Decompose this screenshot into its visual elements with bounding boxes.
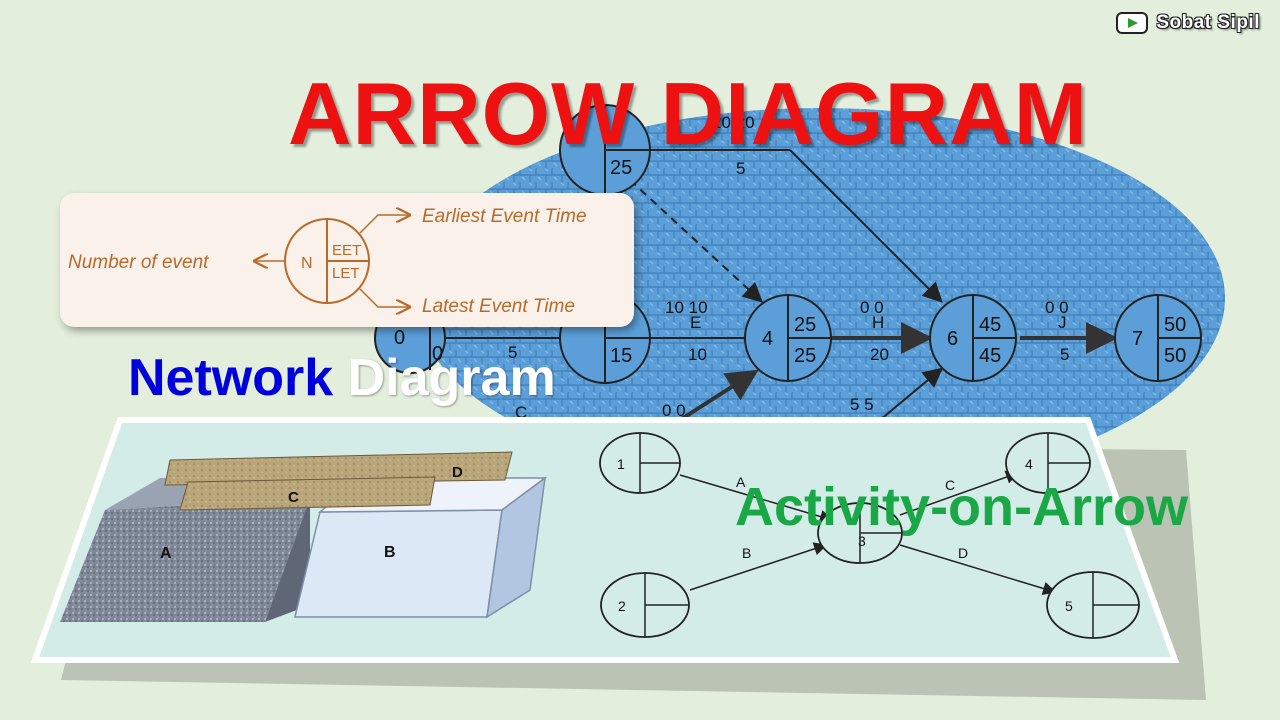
page-title: ARROW DIAGRAM [288,64,1089,163]
aoa-label-c: C [945,477,955,493]
h-name-label: H [872,313,884,332]
network-node-6: 6 45 45 [929,294,1017,382]
aoa-arrow-a [679,474,834,524]
aoa-node-4: 4 [1005,432,1091,494]
e-duration-label: 10 [688,345,707,364]
block-a-label: A [160,545,172,562]
video-play-icon [1116,12,1149,34]
j-floats-label: 0 0 [1045,298,1069,317]
c-floats-label: 0 0 [662,401,686,420]
legend-node-letter: N [301,255,313,272]
channel-name: Sobat Sipil [1156,12,1260,33]
aoa-node-3: 3 [817,502,903,564]
node-0-let: 0 [432,343,443,365]
aoa-node-2: 2 [600,572,690,638]
svg-text:3: 3 [858,533,866,549]
latest-event-time-label: Latest Event Time [422,296,575,317]
e-floats-label: 10 10 [665,298,708,317]
node-7-eet: 50 [1164,314,1186,336]
g-floats-label: 5 5 [850,395,874,414]
legend-eet: EET [332,242,361,259]
aoa-arrow-b [689,542,828,591]
arrow-c [678,369,759,422]
node-6-let: 45 [979,345,1001,367]
network-diagram-label: Network Diagram [128,352,556,404]
a-duration-label: 5 [508,343,517,362]
channel-brand: Sobat Sipil [1116,12,1260,34]
beam-c-label: C [288,489,299,506]
node-4-let: 25 [794,345,816,367]
legend-arrow-let [359,288,408,307]
block-b-label: B [384,544,396,561]
aoa-label-b: B [742,545,751,561]
blocks-illustration: A B C D [60,451,548,622]
network-node-4: 4 25 25 [744,294,832,382]
arrow-to-6 [789,149,943,303]
legend-arrow-eet [359,215,408,234]
legend-let: LET [332,265,360,282]
h-duration-label: 20 [870,345,889,364]
node-2-let: 15 [610,345,632,367]
node-1-let: 25 [610,157,632,179]
arrow-g [879,367,944,421]
aoa-node-1: 1 [599,432,681,494]
arrow-dashed [629,179,763,303]
j-duration-label: 5 [1060,345,1069,364]
aoa-arrow-c [899,470,1020,516]
aoa-label-d: D [958,545,968,561]
aoa-arrow-d [899,544,1057,595]
node-7-let: 50 [1164,345,1186,367]
j-name-label: J [1058,313,1067,332]
node-6-id: 6 [947,328,958,350]
network-node-7: 7 50 50 [1114,294,1202,382]
h-floats-label: 0 0 [860,298,884,317]
diagram-word: Diagram [347,349,556,407]
svg-text:4: 4 [1025,456,1033,472]
aoa-node-5: 5 [1046,571,1140,639]
top-floats-label: 20 20 [712,113,755,132]
svg-text:5: 5 [1065,598,1073,614]
svg-text:2: 2 [618,598,626,614]
event-node-legend: Number of event N EET LET Earliest Event… [60,193,634,327]
top-duration-label: 5 [736,159,745,178]
network-word: Network [128,349,334,407]
svg-text:1: 1 [617,456,625,472]
aoa-graph: 1 2 3 4 5 A B C D [599,432,1140,639]
number-of-event-label: Number of event [68,252,209,273]
node-0-id: 0 [394,327,405,349]
node-4-id: 4 [762,328,773,350]
beam-d-label: D [452,464,463,481]
legend-diagram: Number of event N EET LET Earliest Event… [68,206,587,317]
node-7-id: 7 [1132,328,1143,350]
activity-on-arrow-label: Activity-on-Arrow [735,477,1189,537]
node-4-eet: 25 [794,314,816,336]
e-name-label: E [690,313,701,332]
aoa-label-a: A [736,474,746,490]
node-6-eet: 45 [979,314,1001,336]
earliest-event-time-label: Earliest Event Time [422,206,587,227]
